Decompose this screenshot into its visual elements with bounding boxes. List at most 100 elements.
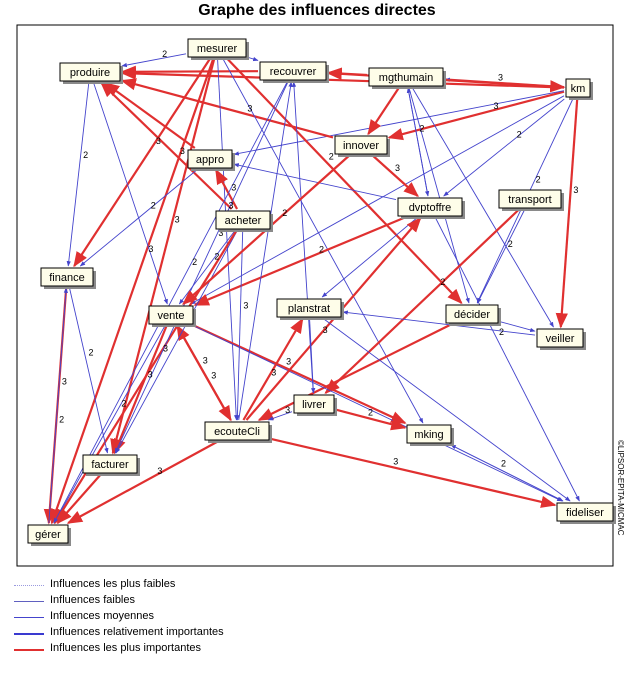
node-label: transport — [508, 194, 551, 206]
node-label: mking — [414, 429, 443, 441]
edge-mgthumain-veiller — [412, 87, 554, 328]
node-label: mesurer — [197, 43, 238, 55]
edge-innover-dvptoffre — [372, 155, 419, 198]
node-finance[interactable]: finance — [40, 267, 96, 289]
edge-weight-label: 2 — [419, 123, 424, 133]
edge-mesurer-produire — [121, 53, 187, 68]
edge-km-produire — [120, 67, 565, 89]
node-mesurer[interactable]: mesurer — [187, 38, 249, 60]
edge-recouvrer-gerer — [53, 81, 288, 524]
node-vente[interactable]: vente — [148, 305, 196, 327]
node-innover[interactable]: innover — [334, 135, 390, 157]
edge-decider-veiller — [499, 321, 536, 332]
edge-planstrat-livrer — [309, 318, 316, 394]
edge-weight-label: 2 — [517, 130, 522, 140]
node-veiller[interactable]: veiller — [536, 328, 586, 350]
legend-label: Influences les plus faibles — [50, 578, 176, 590]
node-recouvrer[interactable]: recouvrer — [259, 61, 329, 83]
node-facturer[interactable]: facturer — [82, 454, 140, 476]
edge-veiller-planstrat — [342, 310, 536, 336]
node-label: produire — [70, 67, 110, 79]
edges-layer — [43, 53, 580, 525]
node-box — [59, 62, 121, 82]
edge-vente-fideliser — [193, 325, 563, 502]
node-acheter[interactable]: acheter — [215, 210, 273, 232]
edge-weight-label: 2 — [192, 257, 197, 267]
edge-weight-label: 3 — [271, 368, 276, 378]
edge-km-vente — [190, 95, 565, 305]
legend-label: Influences faibles — [50, 594, 135, 606]
node-fideliser[interactable]: fideliser — [556, 502, 616, 524]
edge-mesurer-decider — [226, 58, 463, 305]
legend-item: Influences les plus importantes — [14, 642, 334, 658]
node-dvptoffre[interactable]: dvptoffre — [397, 197, 465, 219]
edge-appro-produire — [103, 82, 196, 149]
edge-acheter-produire — [100, 81, 233, 210]
node-label: décider — [454, 309, 490, 321]
node-livrer[interactable]: livrer — [293, 394, 337, 416]
edge-weight-label: 3 — [62, 377, 67, 387]
edge-ecouteCli-vente — [176, 324, 232, 421]
node-transport[interactable]: transport — [498, 189, 564, 211]
edge-acheter-gerer — [53, 230, 238, 525]
node-decider[interactable]: décider — [445, 304, 501, 326]
credit-text: ©LIPSOR-EPITA-MICMAC — [616, 440, 625, 536]
node-box — [259, 61, 327, 81]
edge-weight-label: 3 — [285, 405, 290, 415]
edge-mesurer-mking — [222, 58, 424, 424]
edge-weight-label: 3 — [211, 371, 216, 381]
node-label: acheter — [225, 215, 262, 227]
edge-weight-label: 2 — [508, 239, 513, 249]
graph-frame — [16, 24, 614, 567]
edge-km-innover — [387, 90, 565, 141]
node-label: vente — [158, 310, 185, 322]
nodes-layer: mesurer produire recouvrer mgthumain km innov… — [27, 38, 616, 546]
node-box — [397, 197, 463, 217]
node-box — [82, 454, 138, 474]
node-label: livrer — [302, 399, 326, 411]
edge-ecouteCli-gerer — [66, 441, 218, 524]
node-mgthumain[interactable]: mgthumain — [368, 67, 446, 89]
node-mking[interactable]: mking — [406, 424, 454, 446]
node-box — [565, 78, 591, 98]
node-produire[interactable]: produire — [59, 62, 123, 84]
edge-weight-label: 2 — [88, 347, 93, 357]
legend-item: Influences les plus faibles — [14, 578, 334, 594]
node-box — [215, 210, 271, 230]
edge-weight-label: 3 — [395, 163, 400, 173]
node-box — [293, 394, 335, 414]
edge-weight-label: 3 — [156, 136, 161, 146]
node-box — [536, 328, 584, 348]
node-label: finance — [49, 272, 84, 284]
edge-livrer-mking — [335, 408, 407, 431]
edge-weight-label: 2 — [59, 414, 64, 424]
node-ecouteCli[interactable]: ecouteCli — [204, 421, 272, 443]
edge-mesurer-ecouteCli — [217, 58, 239, 421]
node-label: ecouteCli — [214, 426, 260, 438]
edge-produire-vente — [93, 82, 168, 305]
edge-weight-label: 3 — [494, 101, 499, 111]
edge-weight-label: 3 — [175, 214, 180, 224]
edge-weight-label: 3 — [247, 104, 252, 114]
node-box — [40, 267, 94, 287]
edge-produire-finance — [66, 82, 90, 267]
node-label: mgthumain — [379, 72, 433, 84]
edge-weight-label: 2 — [214, 252, 219, 262]
node-box — [204, 421, 270, 441]
node-planstrat[interactable]: planstrat — [276, 298, 344, 320]
node-label: fideliser — [566, 507, 604, 519]
edge-gerer-finance — [48, 287, 68, 524]
node-km[interactable]: km — [565, 78, 593, 100]
edge-weight-label: 3 — [148, 369, 153, 379]
edge-livrer-ecouteCli — [267, 411, 293, 421]
edge-livrer-recouvrer — [291, 81, 314, 394]
edge-weight-label: 2 — [83, 150, 88, 160]
node-gerer[interactable]: gérer — [27, 524, 71, 546]
edge-fideliser-mking — [450, 444, 564, 502]
edge-weight-label: 3 — [498, 73, 503, 83]
node-appro[interactable]: appro — [187, 149, 235, 171]
edge-weight-label: 2 — [121, 399, 126, 409]
node-label: gérer — [35, 529, 61, 541]
edge-vente-mking — [194, 325, 407, 424]
node-box — [276, 298, 342, 318]
